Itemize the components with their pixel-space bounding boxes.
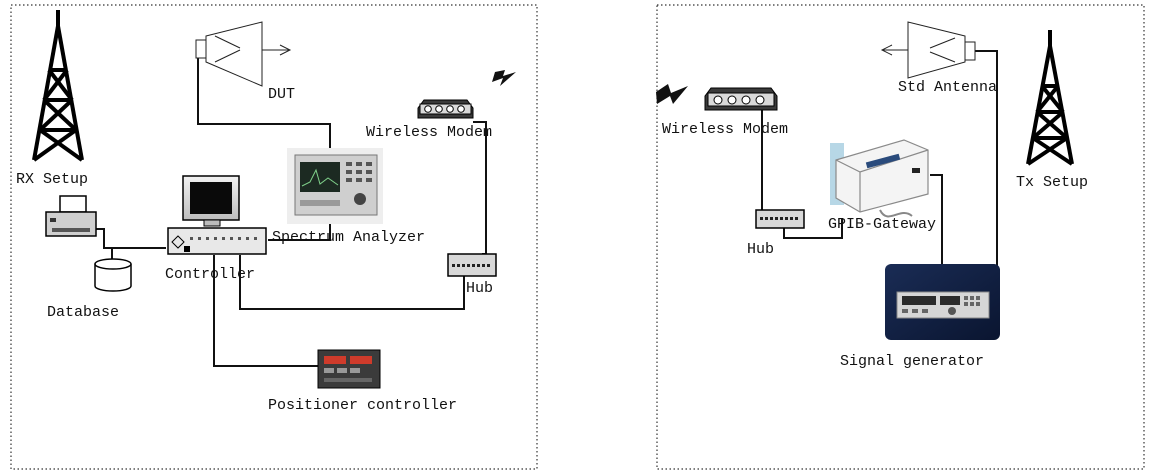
gpib-gateway-icon xyxy=(830,139,929,218)
rx-wires xyxy=(96,58,487,367)
tx-hub-label: Hub xyxy=(747,241,774,258)
controller-label: Controller xyxy=(165,266,255,283)
rx-tower-icon xyxy=(32,10,84,162)
signal-generator-label: Signal generator xyxy=(840,353,984,370)
tx-setup-label: Tx Setup xyxy=(1016,174,1088,191)
rx-wireless-modem-label: Wireless Modem xyxy=(366,124,492,141)
std-antenna-icon xyxy=(880,21,976,79)
signal-generator-icon xyxy=(885,264,1000,340)
std-antenna-label: Std Antenna xyxy=(898,79,997,96)
controller-pc-icon xyxy=(167,175,267,255)
gpib-gateway-label: GPIB-Gateway xyxy=(828,216,936,233)
tx-tower-icon xyxy=(1026,30,1074,166)
rx-setup-panel xyxy=(10,4,538,470)
printer-icon xyxy=(45,195,97,237)
dut-antenna-icon xyxy=(195,21,292,87)
dut-label: DUT xyxy=(268,86,295,103)
rx-setup-label: RX Setup xyxy=(16,171,88,188)
positioner-controller-label: Positioner controller xyxy=(268,397,457,414)
rx-hub-label: Hub xyxy=(466,280,493,297)
spectrum-analyzer-icon xyxy=(287,148,383,224)
rx-hub-icon xyxy=(447,253,497,277)
tx-setup-panel xyxy=(656,4,1145,470)
database-icon xyxy=(94,258,132,292)
positioner-controller-icon xyxy=(317,349,381,389)
tx-wireless-signal-icon xyxy=(656,84,688,104)
rx-wireless-signal-icon xyxy=(492,70,516,86)
tx-wireless-modem-label: Wireless Modem xyxy=(662,121,788,138)
rx-wireless-modem-icon xyxy=(417,99,474,119)
spectrum-analyzer-label: Spectrum Analyzer xyxy=(272,229,425,246)
tx-wireless-modem-icon xyxy=(704,87,778,111)
database-label: Database xyxy=(47,304,119,321)
tx-hub-icon xyxy=(755,209,805,229)
